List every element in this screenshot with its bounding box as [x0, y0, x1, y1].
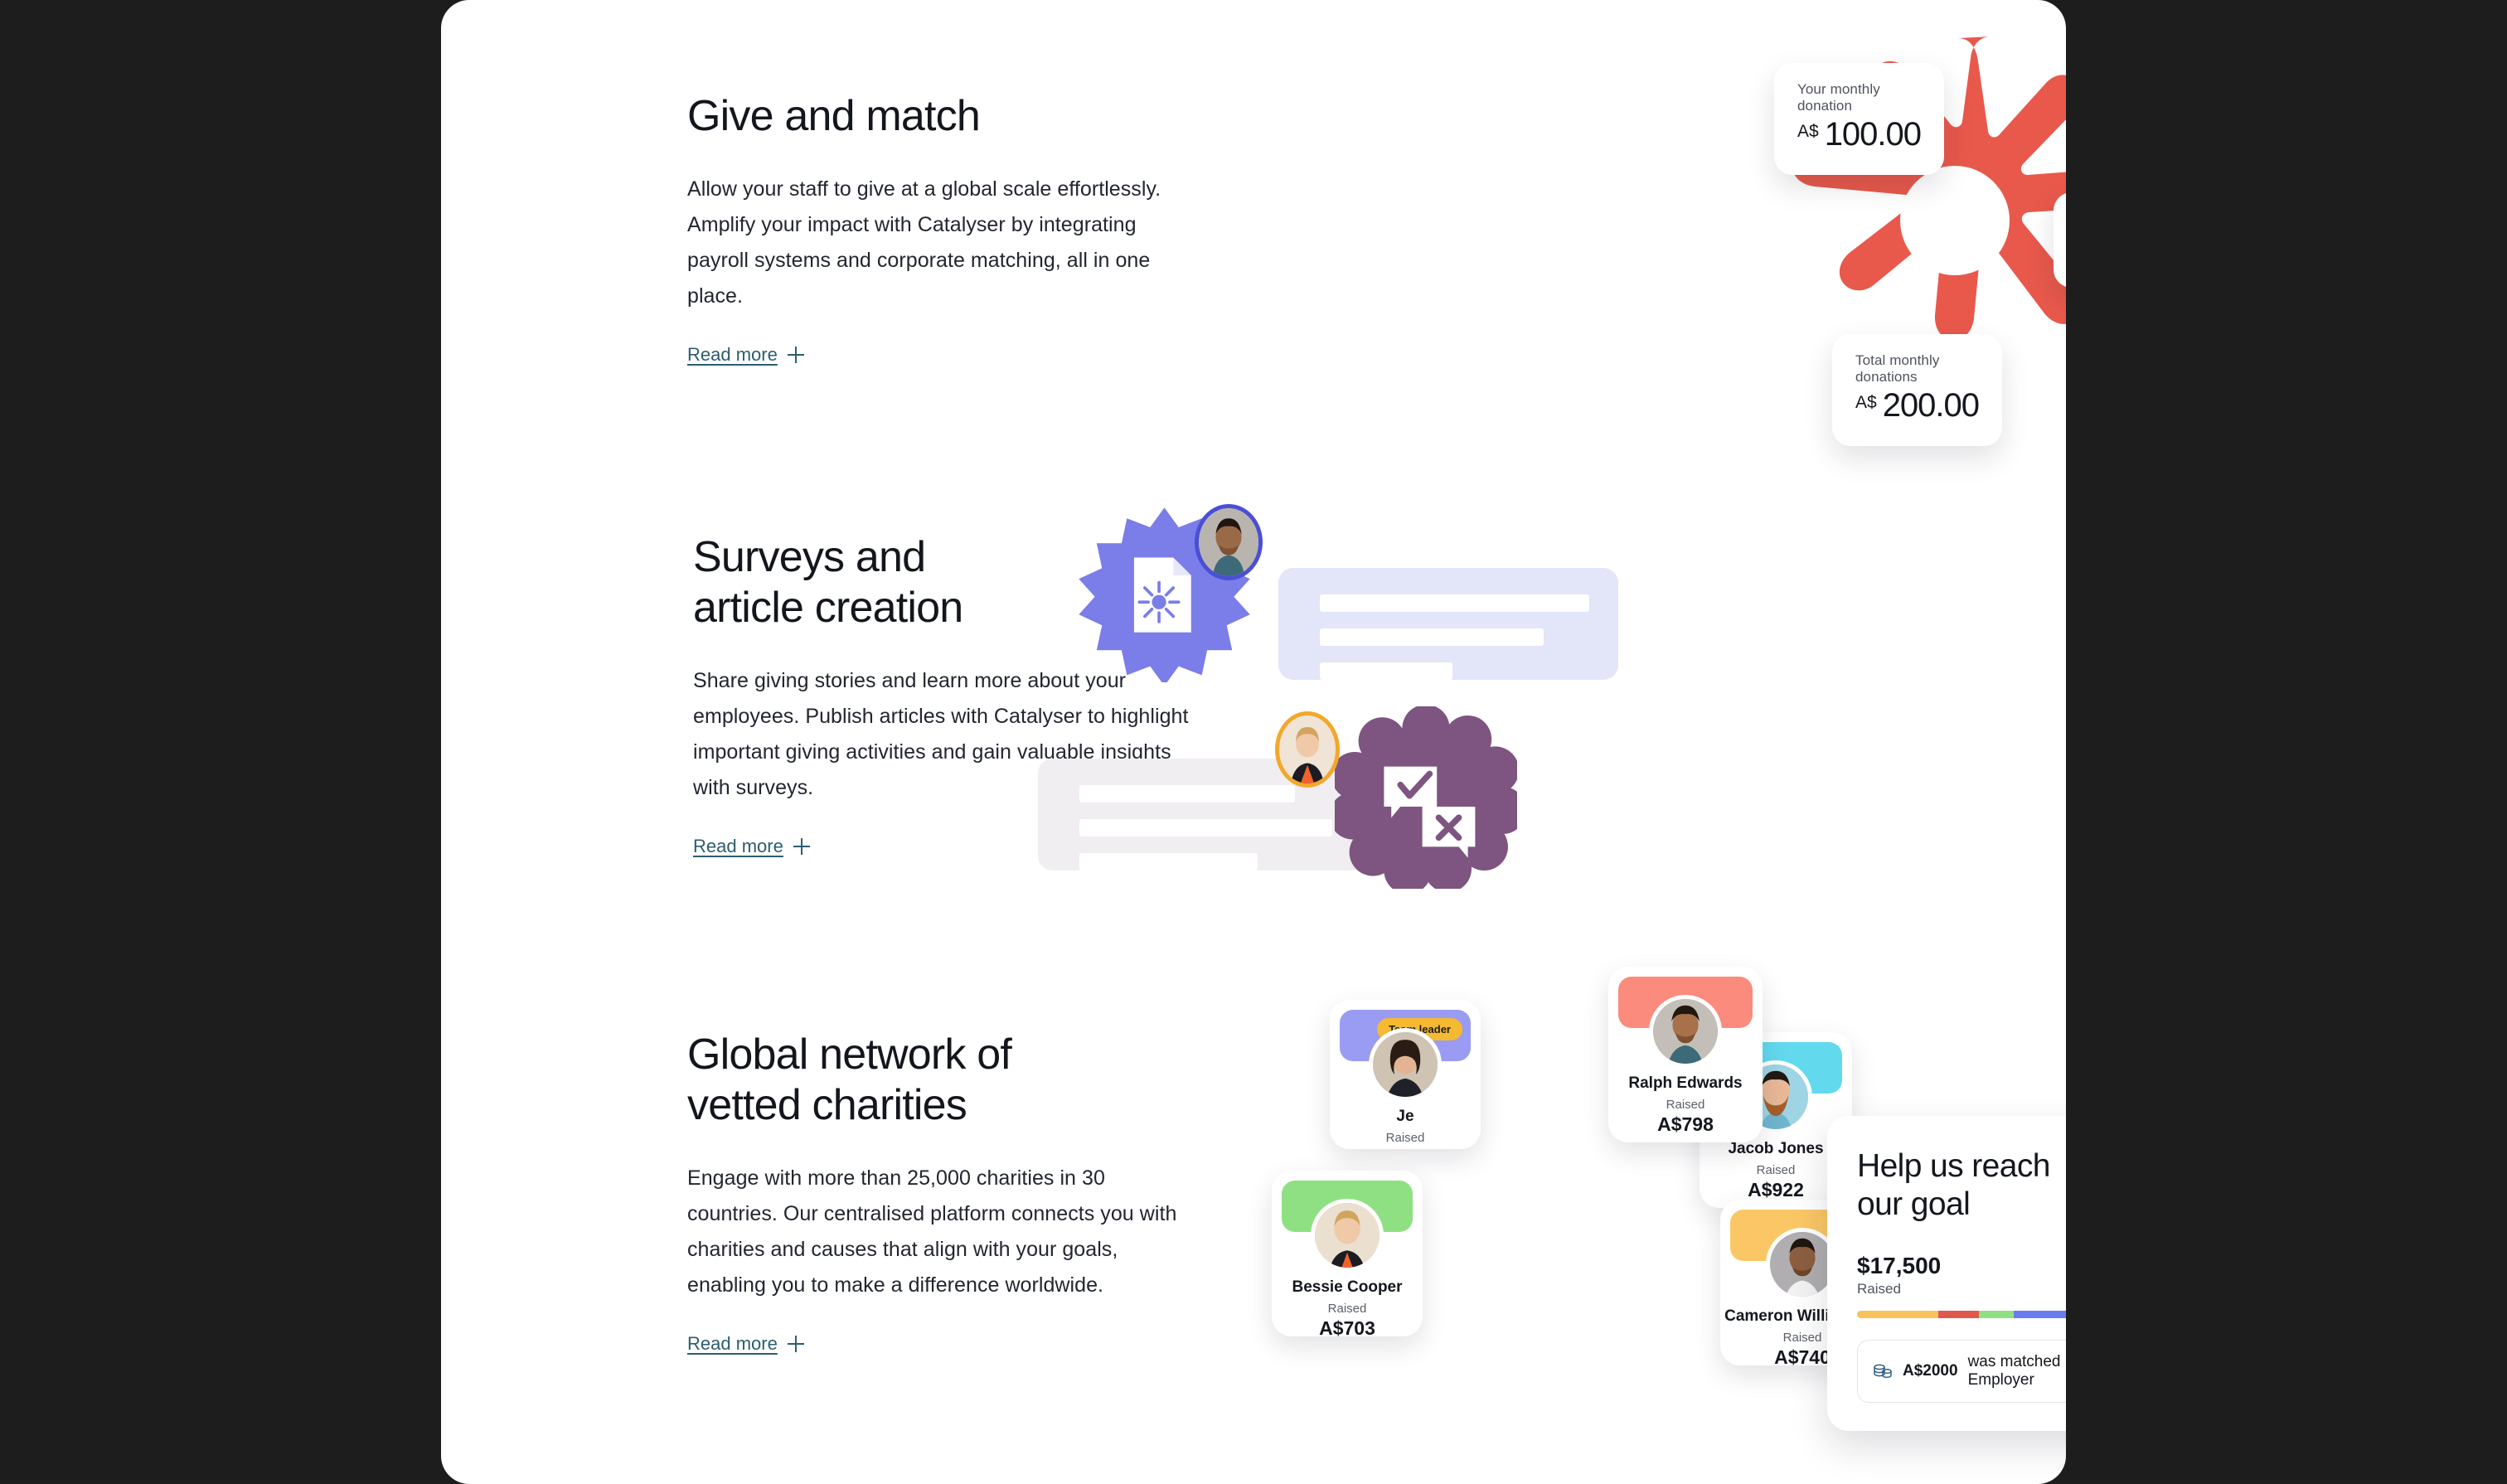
- global-network-heading-line-1: Global network of: [687, 1031, 1012, 1079]
- goal-card: Help us reach our goal $17,500 Raised $2…: [1827, 1116, 2066, 1432]
- skeleton-line: [1079, 853, 1258, 871]
- person-card-banner: Team leader: [1340, 1010, 1471, 1101]
- avatar: [1311, 1199, 1384, 1272]
- global-network-read-more-link[interactable]: Read more: [687, 1333, 804, 1355]
- employer-match-note: A$2000 was matched by your Employer: [1857, 1340, 2066, 1404]
- goal-amounts-row: $17,500 Raised $20,000 Goal: [1857, 1253, 2066, 1297]
- progress-segment-3: [2013, 1311, 2066, 1319]
- raised-label: Raised: [1782, 1331, 1822, 1345]
- person-name: Ralph Edwards: [1628, 1074, 1743, 1092]
- person-card-jessica[interactable]: Team leader Je Raised: [1330, 1000, 1481, 1149]
- donation-card-monthly-label: Your monthly donation: [1797, 81, 1880, 114]
- donation-card-matching: Employer matching A$ 100.00: [2054, 192, 2066, 288]
- skeleton-line: [1320, 594, 1589, 612]
- give-and-match-body: Allow your staff to give at a global sca…: [687, 177, 1161, 308]
- skeleton-line: [1320, 662, 1452, 680]
- person-name: Bessie Cooper: [1292, 1278, 1403, 1296]
- currency-symbol: A$: [1855, 393, 1877, 412]
- surveys-heading-line-1: Surveys and: [693, 533, 926, 581]
- goal-title-line-1: Help us reach: [1857, 1148, 2050, 1184]
- read-more-label: Read more: [687, 343, 778, 365]
- goal-raised-amount: $17,500: [1857, 1253, 1942, 1279]
- raised-value: A$798: [1657, 1113, 1714, 1135]
- read-more-label: Read more: [693, 835, 783, 856]
- goal-raised-label: Raised: [1857, 1281, 1901, 1297]
- coins-icon: [1874, 1364, 1892, 1379]
- avatar-male: [1195, 504, 1263, 580]
- skeleton-line: [1079, 785, 1295, 803]
- matched-text: was matched by your Employer: [1967, 1353, 2066, 1389]
- goal-raised-block: $17,500 Raised: [1857, 1253, 1941, 1297]
- person-card-banner: [1618, 977, 1753, 1068]
- skeleton-line: [1079, 819, 1332, 837]
- surveys-body: Share giving stories and learn more abou…: [693, 668, 1189, 799]
- give-and-match-heading: Give and match: [687, 92, 981, 140]
- donation-card-monthly-amount: A$ 100.00: [1797, 116, 1922, 153]
- plus-icon: [793, 837, 810, 855]
- read-more-label: Read more: [687, 1332, 778, 1354]
- raised-value: A$740: [1774, 1346, 1831, 1365]
- goal-title-line-2: our goal: [1857, 1186, 1971, 1222]
- person-card-banner: [1730, 1210, 1874, 1301]
- currency-symbol: A$: [1797, 122, 1819, 141]
- person-card-bessie[interactable]: Bessie Cooper Raised A$703: [1272, 1171, 1423, 1336]
- matched-amount: A$2000: [1903, 1362, 1958, 1380]
- section-give-and-match: Give and match Allow your staff to give …: [687, 91, 1176, 366]
- donation-card-total: Total monthly donations A$ 200.00: [1832, 334, 2002, 446]
- raised-label: Raised: [1666, 1098, 1705, 1112]
- person-card-cameron[interactable]: Cameron Williamson Raised A$740: [1720, 1200, 1884, 1365]
- donation-card-monthly: Your monthly donation A$ 100.00: [1774, 63, 1944, 175]
- skeleton-line: [1320, 628, 1544, 646]
- raised-value: A$922: [1748, 1179, 1804, 1200]
- section-surveys: Surveys and article creation Share givin…: [693, 532, 1190, 857]
- donation-card-total-label: Total monthly donations: [1855, 352, 1940, 385]
- surveys-heading-line-2: article creation: [693, 583, 963, 632]
- raised-label: Raised: [1327, 1302, 1367, 1316]
- person-card-ralph[interactable]: Ralph Edwards Raised A$798: [1608, 967, 1763, 1142]
- plus-icon: [787, 1335, 804, 1352]
- avatar: [1649, 995, 1722, 1068]
- progress-segment-2: [1979, 1311, 2014, 1319]
- sun-splat-illustration: [1792, 36, 2066, 341]
- plus-icon: [787, 346, 804, 363]
- avatar: [1369, 1028, 1442, 1101]
- goal-progress-bar: [1857, 1311, 2066, 1319]
- person-card-banner: [1282, 1181, 1413, 1272]
- raised-label: Raised: [1756, 1163, 1796, 1177]
- amount-value: 100.00: [1824, 116, 1922, 153]
- survey-badge-icon: [1335, 706, 1517, 889]
- raised-label: Raised: [1385, 1131, 1425, 1145]
- section-global-network: Global network of vetted charities Engag…: [687, 1030, 1185, 1355]
- surveys-read-more-link[interactable]: Read more: [693, 836, 810, 857]
- give-and-match-read-more-link[interactable]: Read more: [687, 344, 804, 366]
- global-network-heading-line-2: vetted charities: [687, 1080, 967, 1129]
- amount-value: 200.00: [1882, 387, 1980, 424]
- article-skeleton-card: [1278, 568, 1618, 680]
- person-name: Je: [1396, 1108, 1414, 1125]
- progress-segment-1: [1938, 1311, 1980, 1319]
- avatar: [1766, 1228, 1839, 1301]
- surveys-illustration: [1038, 497, 1693, 929]
- raised-value: A$703: [1319, 1317, 1375, 1336]
- content-panel: Give and match Allow your staff to give …: [441, 0, 2066, 1484]
- donation-card-total-amount: A$ 200.00: [1855, 387, 1980, 424]
- person-name: Jacob Jones: [1728, 1140, 1824, 1157]
- avatar-female: [1275, 711, 1340, 788]
- global-network-body: Engage with more than 25,000 charities i…: [687, 1166, 1177, 1297]
- progress-segment-0: [1857, 1311, 1939, 1319]
